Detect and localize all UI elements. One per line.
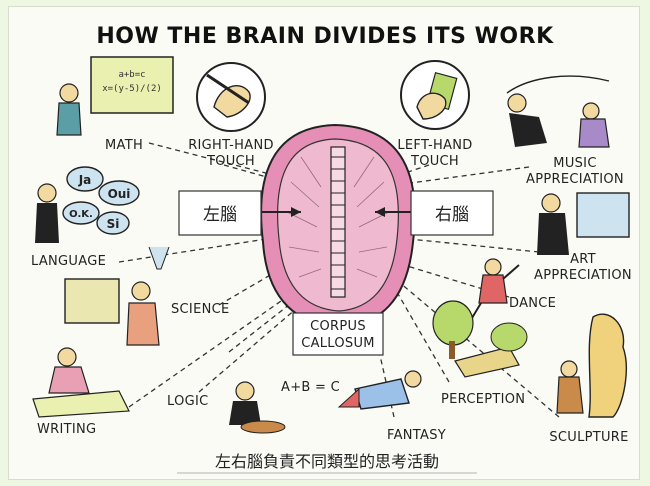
right-brain-box xyxy=(410,190,494,236)
label-science: SCIENCE xyxy=(171,302,230,317)
right-hand-illustration xyxy=(196,62,266,132)
label-language: LANGUAGE xyxy=(31,254,106,269)
logic-illustration xyxy=(229,381,286,434)
fantasy-illustration xyxy=(337,370,422,410)
dance-illustration xyxy=(468,258,520,324)
label-sculpture: SCULPTURE xyxy=(549,430,628,445)
science-illustration xyxy=(64,246,170,346)
left-hand-label-line1: LEFT-HAND xyxy=(397,138,472,153)
bubble-oui: Oui xyxy=(108,187,131,201)
math-board-text: x=(y-5)/(2) xyxy=(102,84,162,94)
label-fantasy: FANTASY xyxy=(387,428,446,443)
left-brain-box xyxy=(178,190,262,236)
music-illustration xyxy=(506,75,610,148)
corpus-label-line1: CORPUS xyxy=(310,319,366,334)
label-logic: LOGIC xyxy=(167,394,209,409)
art-illustration xyxy=(537,192,630,255)
brain-illustration xyxy=(259,123,417,329)
label-writing: WRITING xyxy=(37,422,96,437)
left-hand-illustration xyxy=(400,60,470,130)
brain-diagram: HOW THE BRAIN DIVIDES ITS WORK xyxy=(31,24,632,474)
diagram-title: HOW THE BRAIN DIVIDES ITS WORK xyxy=(96,24,554,49)
label-art-line2: APPRECIATION xyxy=(534,268,632,283)
right-hand-label-line1: RIGHT-HAND xyxy=(188,138,274,153)
left-brain-label: 左腦 xyxy=(203,205,237,225)
svg-text:a+b=c: a+b=c xyxy=(118,70,145,80)
bubble-si: Si xyxy=(107,217,120,231)
corpus-callosum-box xyxy=(292,312,384,356)
bubble-ok: O.K. xyxy=(69,209,93,220)
perception-illustration xyxy=(432,300,528,378)
logic-formula: A+B = C xyxy=(281,380,340,395)
left-hand-label-line2: TOUCH xyxy=(410,154,459,169)
label-math: MATH xyxy=(105,138,143,153)
bubble-ja: Ja xyxy=(78,173,92,187)
writing-illustration xyxy=(32,347,130,418)
label-dance: DANCE xyxy=(509,296,556,311)
bottom-caption: 左右腦負責不同類型的思考活動 xyxy=(215,452,439,471)
math-illustration: a+b=c x=(y-5)/(2) xyxy=(56,56,174,136)
label-perception: PERCEPTION xyxy=(441,392,525,407)
illustration-sheet: HOW THE BRAIN DIVIDES ITS WORK xyxy=(8,6,640,480)
sculpture-illustration xyxy=(556,313,627,418)
right-brain-label: 右腦 xyxy=(435,205,469,225)
right-hand-label-line2: TOUCH xyxy=(206,154,255,169)
label-art-line1: ART xyxy=(570,252,596,267)
corpus-label-line2: CALLOSUM xyxy=(301,336,375,351)
language-illustration: Ja Oui O.K. Si xyxy=(35,166,140,243)
label-music-line2: APPRECIATION xyxy=(526,172,624,187)
label-music-line1: MUSIC xyxy=(553,156,596,171)
